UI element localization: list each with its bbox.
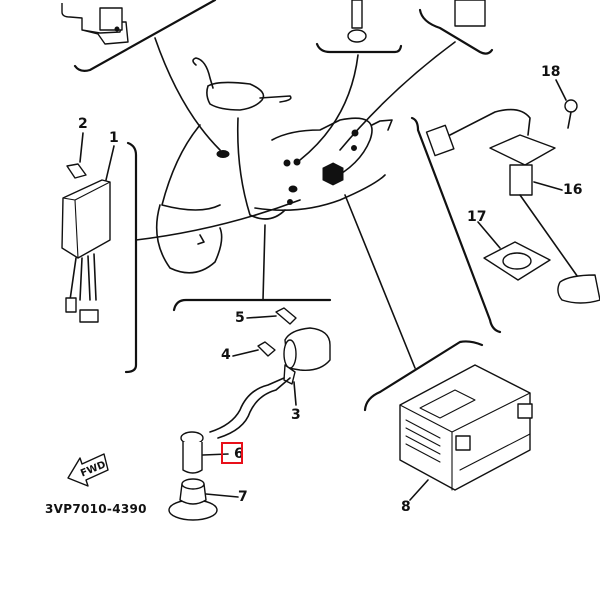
part-1-cdi-unit [61,179,111,323]
fwd-arrow-icon: FWD [67,453,109,487]
mount-points-center [283,129,359,205]
leader-5 [246,315,277,319]
callout-16: 16 [563,182,583,198]
callout-18: 18 [541,64,561,80]
part-post-top [347,0,367,43]
part-4-bolt [257,341,276,357]
leader-6 [202,453,229,456]
leader-top-right [339,41,456,151]
bracket-left [124,141,138,374]
bracket-battery [363,340,484,412]
callout-17: 17 [467,209,487,225]
leader-coil [262,224,266,301]
bracket-coil [172,298,332,312]
callout-highlight-box [221,442,243,464]
callout-1: 1 [109,130,119,146]
leader-1 [105,145,115,181]
leader-18 [555,79,567,101]
leader-battery [344,194,416,369]
callout-7: 7 [238,489,248,505]
callout-2: 2 [78,116,88,132]
part-7-cover [168,478,218,521]
lead-wire [209,377,285,433]
bracket-top-left [73,0,217,72]
part-8-battery [399,364,533,491]
lead-wire-2 [217,377,291,439]
callout-8: 8 [401,499,411,515]
part-connector-16 [425,108,531,157]
leader-top-left [154,37,221,151]
mount-point-hex [322,162,344,186]
leader-16 [533,181,563,191]
leader-left [135,199,301,241]
part-5-bolt [275,307,297,325]
callout-5: 5 [235,310,245,326]
part-18-screw [564,99,578,129]
part-16-fuel-sender [489,134,600,304]
callout-3: 3 [291,407,301,423]
leader-8 [409,479,429,501]
leader-3 [293,381,297,406]
callout-4: 4 [221,347,231,363]
part-2-screw [66,163,87,179]
bracket-top-right [418,8,494,55]
bracket-top-center [315,42,403,54]
leader-4 [232,349,259,357]
mount-point-front [216,150,230,158]
drawing-code: 3VP7010-4390 [45,502,147,516]
leader-top-center [299,54,359,161]
leader-7 [205,493,239,498]
leader-17 [477,221,501,249]
part-relay-top-left [61,3,129,45]
part-6-plug-cap [180,431,204,474]
part-3-ignition-coil [283,327,331,385]
leader-2 [79,132,84,163]
scooter-outline [155,57,393,274]
callout-6[interactable]: 6 [234,446,244,462]
part-17-gasket [483,241,551,281]
bracket-right [410,116,502,334]
part-relay-top-right [454,0,486,27]
